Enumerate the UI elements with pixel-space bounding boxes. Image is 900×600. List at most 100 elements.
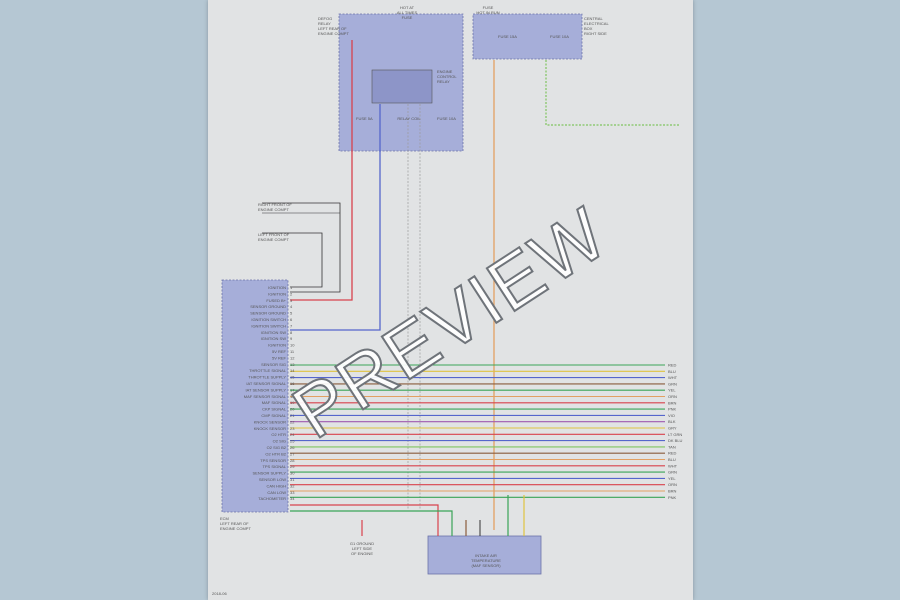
ecm-pin-label: 5V REF [272, 355, 287, 360]
ecm-pin-label: O2 HTR B2 [265, 451, 286, 456]
fuse-label: FUSE 10A [437, 116, 456, 121]
ecm-pin-label: THROTTLE SIGNAL [249, 368, 287, 373]
relay-label: ENGINE [437, 69, 453, 74]
ecm-pin-label: O2 SIG [273, 439, 286, 444]
wire-code: BRN [668, 400, 677, 405]
wire-black [262, 202, 341, 293]
wire-code: YEL [668, 476, 676, 481]
ecm-pin-label: MAF SENSOR SIGNAL [244, 394, 287, 399]
wire-black [262, 232, 323, 288]
fuse-box-right-label: FUSE [483, 5, 494, 10]
wire-blue [290, 104, 381, 331]
central-box-label: ELECTRICAL [584, 21, 609, 26]
ground-label: G1 GROUND [350, 541, 374, 546]
wire-code: ORN [668, 394, 677, 399]
ecm-connector-box [221, 279, 289, 513]
ecm-label: ENGINE COMPT [220, 526, 251, 531]
sensor-label: TEMPERATURE [471, 558, 501, 563]
ecm-pin-number: 28 [290, 458, 295, 463]
wire-green-drop [290, 510, 453, 536]
wire-code: PNK [668, 407, 677, 412]
ecm-pin-label: SENSOR SUPPLY [253, 471, 287, 476]
ecm-pin-number: 12 [290, 355, 295, 360]
wire-code: BLU [668, 369, 676, 374]
ecm-pin-label: SENSOR GROUND [250, 304, 286, 309]
side-note-label: ENGINE COMPT [258, 237, 289, 242]
page-number: 2018-06 [212, 591, 227, 596]
wire-code: GRY [668, 426, 677, 431]
wire-code: GRN [668, 381, 677, 386]
ecm-pin-number: 6 [290, 317, 293, 322]
central-box-label: CENTRAL [584, 16, 603, 21]
wire-code: BLK [668, 419, 676, 424]
ecm-pin-label: TPS SIGNAL [262, 464, 286, 469]
ecm-pin-label: SENSOR GROUND [250, 311, 286, 316]
ecm-pin-number: 9 [290, 336, 293, 341]
ecm-pin-label: CAN HIGH [266, 483, 286, 488]
ecm-pin-number: 26 [290, 445, 295, 450]
wire-code: WHT [668, 463, 678, 468]
ecm-pin-number: 7 [290, 323, 293, 328]
defog-relay-label: LEFT REAR OF [318, 26, 347, 31]
ecm-pin-number: 5 [290, 311, 293, 316]
ecm-pin-number: 33 [290, 490, 295, 495]
ecm-pin-number: 14 [290, 368, 295, 373]
defog-relay-label: DEFOG [318, 16, 332, 21]
ecm-pin-label: IGNITION SWITCH [251, 317, 286, 322]
wire-code: TAN [668, 444, 676, 449]
ecm-pin-number: 32 [290, 483, 295, 488]
fuse-box-left-label: FUSE [402, 15, 413, 20]
fuse-box-left-label: ALL TIMES [397, 10, 418, 15]
ecm-pin-label: CAN LOW [267, 490, 286, 495]
ecm-label: LEFT REAR OF [220, 521, 249, 526]
ecm-pin-number: 22 [290, 419, 295, 424]
side-note-label: ENGINE COMPT [258, 207, 289, 212]
ecm-label: ECM [220, 516, 229, 521]
ecm-pin-label: IAT SENSOR SIGNAL [246, 381, 286, 386]
ecm-pin-label: IGNITION [268, 291, 286, 296]
ecm-pin-label: SENSOR LOW [259, 477, 286, 482]
ecm-pin-number: 19 [290, 400, 295, 405]
ecm-pin-number: 30 [290, 471, 295, 476]
wire-code: YEL [668, 388, 676, 393]
ecm-pin-label: KNOCK SENSOR [254, 419, 286, 424]
ecm-pin-number: 16 [290, 381, 295, 386]
fuse-box-left-label: HOT AT [400, 5, 415, 10]
ecm-pin-number: 1 [290, 285, 293, 290]
fuse-label: FUSE 10A [550, 34, 569, 39]
ecm-pin-number: 10 [290, 343, 295, 348]
ecm-pin-label: IAT SENSOR SUPPLY [246, 387, 287, 392]
sensor-label: (MAF SENSOR) [471, 563, 501, 568]
ecm-pin-number: 24 [290, 432, 295, 437]
ecm-pin-label: TPS SENSOR [260, 458, 286, 463]
ecm-pin-number: 4 [290, 304, 293, 309]
sensor-box [427, 535, 542, 575]
wire-code: GRN [668, 470, 677, 475]
ecm-pin-number: 34 [290, 496, 295, 501]
ecm-pin-label: IGNITION [268, 285, 286, 290]
wire-red-drop [290, 504, 439, 536]
ecm-pin-number: 18 [290, 394, 295, 399]
side-note-label: RIGHT FRONT OF [258, 202, 292, 207]
wire-code: BRN [668, 489, 677, 494]
wire-code: VIO [668, 413, 675, 418]
ecm-pin-label: TACHOMETER [258, 496, 286, 501]
ecm-pin-number: 20 [290, 407, 295, 412]
ecm-pin-label: FUSED B+ [266, 298, 286, 303]
side-note-label: LEFT FRONT OF [258, 232, 290, 237]
ecm-pin-label: IGNITION SWITCH [251, 323, 286, 328]
fuse-box-right-label: HOT IN RUN [476, 10, 499, 15]
fuse-label: FUSE 5A [356, 116, 373, 121]
ecm-pin-label: MAF SIGNAL [262, 400, 287, 405]
ecm-pin-label: THROTTLE SUPPLY [248, 375, 286, 380]
ecm-pin-number: 8 [290, 330, 293, 335]
ecm-pin-number: 13 [290, 362, 295, 367]
ecm-pin-label: IGNITION [268, 343, 286, 348]
defog-relay-label: RELAY [318, 21, 331, 26]
fuse-box-right [472, 13, 583, 60]
ecm-pin-label: IGNITION SW [261, 330, 287, 335]
central-box-label: BOX [584, 26, 593, 31]
ecm-pin-label: O2 HTR [271, 432, 286, 437]
ecm-pin-number: 17 [290, 387, 295, 392]
